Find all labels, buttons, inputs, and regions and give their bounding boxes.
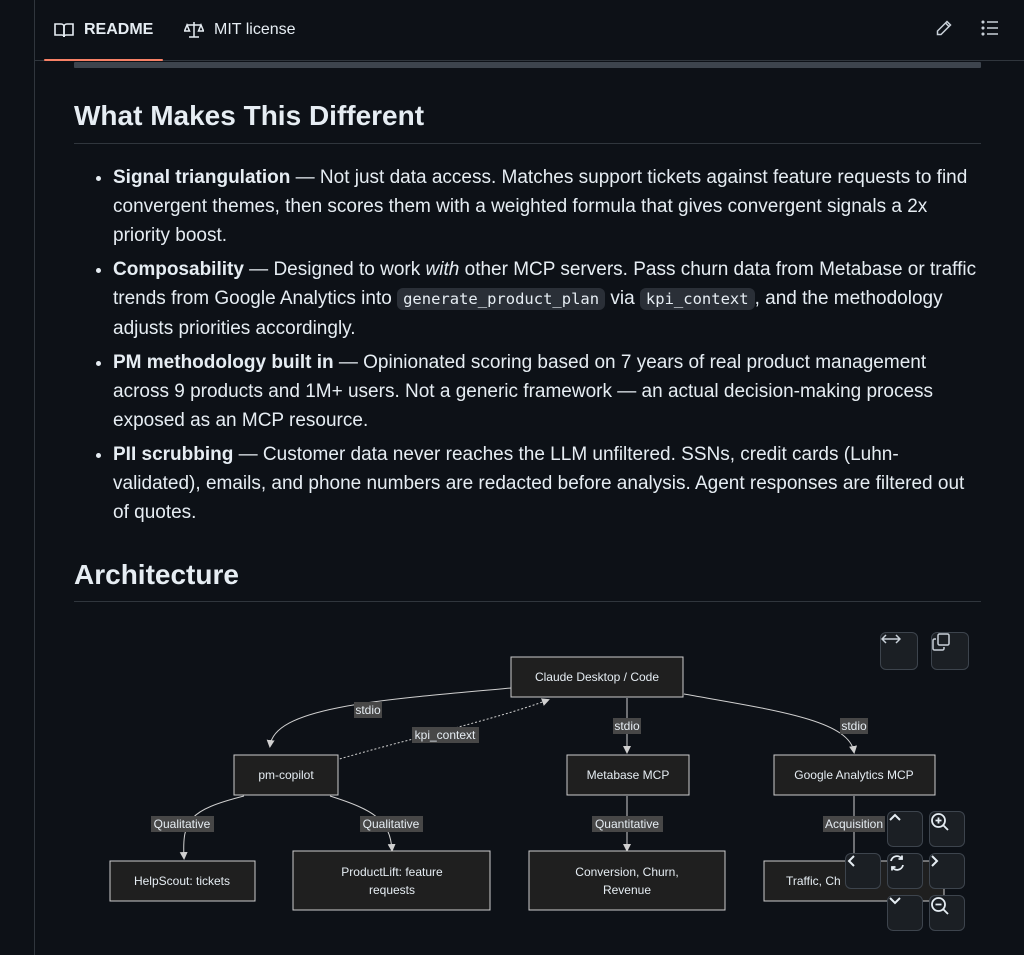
edit-file-button[interactable] bbox=[930, 16, 958, 44]
feature-title: Signal triangulation bbox=[113, 167, 291, 188]
tab-license-label: MIT license bbox=[214, 21, 296, 38]
inline-code: kpi_context bbox=[639, 288, 755, 310]
edge-label-text: Qualitative bbox=[363, 817, 420, 831]
edge-label-stdio-2: stdio bbox=[613, 718, 641, 734]
edge-label-acquisition: Acquisition bbox=[823, 816, 885, 832]
node-metabase: Metabase MCP bbox=[566, 754, 690, 796]
node-google-analytics: Google Analytics MCP bbox=[773, 754, 936, 796]
pan-left-button[interactable] bbox=[845, 853, 881, 889]
edge-label-qualitative-1: Qualitative bbox=[151, 816, 214, 832]
node-google-analytics-label: Google Analytics MCP bbox=[794, 768, 913, 782]
pan-up-button[interactable] bbox=[887, 811, 923, 847]
mermaid-diagram: Claude Desktop / Code pm-copilot Metabas… bbox=[109, 656, 945, 911]
edge-label-text: stdio bbox=[614, 719, 640, 733]
node-traffic-label: Traffic, Ch bbox=[786, 874, 841, 888]
heading-divider bbox=[74, 143, 981, 144]
node-helpscout-label: HelpScout: tickets bbox=[134, 874, 230, 888]
node-productlift-label-line1: ProductLift: feature bbox=[341, 865, 443, 879]
edge-claude-ga bbox=[683, 693, 858, 754]
zoom-out-button[interactable] bbox=[929, 895, 965, 931]
zoom-in-button[interactable] bbox=[929, 811, 965, 847]
feature-description: via bbox=[605, 288, 640, 309]
tab-readme-label: README bbox=[84, 21, 154, 38]
pencil-icon bbox=[935, 19, 953, 42]
pan-down-button[interactable] bbox=[887, 895, 923, 931]
edge-label-text: Qualitative bbox=[154, 817, 211, 831]
node-pm-copilot: pm-copilot bbox=[233, 754, 339, 796]
inline-code: generate_product_plan bbox=[397, 288, 606, 310]
architecture-diagram[interactable]: Claude Desktop / Code pm-copilot Metabas… bbox=[74, 620, 981, 940]
edge-label-kpi-context: kpi_context bbox=[412, 727, 479, 743]
edge-label-stdio-1: stdio bbox=[354, 702, 382, 718]
node-conversion: Conversion, Churn, Revenue bbox=[528, 850, 726, 911]
list-item: Composability — Designed to work with ot… bbox=[113, 255, 981, 343]
horizontal-rule bbox=[74, 62, 981, 68]
node-conversion-label-line1: Conversion, Churn, bbox=[575, 865, 678, 879]
node-productlift-label-line2: requests bbox=[369, 883, 415, 897]
heading-what-makes-different: What Makes This Different bbox=[74, 100, 425, 131]
list-icon bbox=[981, 19, 999, 41]
list-item: Signal triangulation — Not just data acc… bbox=[113, 163, 981, 250]
tab-license[interactable]: MIT license bbox=[184, 0, 296, 60]
node-metabase-label: Metabase MCP bbox=[587, 768, 670, 782]
node-conversion-label-line2: Revenue bbox=[603, 883, 651, 897]
active-tab-indicator bbox=[44, 59, 164, 61]
fullscreen-button[interactable] bbox=[880, 632, 918, 670]
feature-description: — Not just data access. Matches support … bbox=[113, 167, 968, 246]
node-claude-label: Claude Desktop / Code bbox=[535, 670, 659, 684]
feature-title: Composability bbox=[113, 259, 244, 280]
feature-description: , and the methodology adjusts priorities… bbox=[113, 288, 943, 339]
edge-label-qualitative-2: Qualitative bbox=[360, 816, 423, 832]
readme-tab-bar: README MIT license bbox=[35, 0, 1024, 61]
reset-view-button[interactable] bbox=[887, 853, 923, 889]
book-icon bbox=[54, 22, 74, 38]
edge-label-text: Quantitative bbox=[595, 817, 659, 831]
outline-button[interactable] bbox=[976, 16, 1004, 44]
feature-description: — Customer data never reaches the LLM un… bbox=[113, 444, 965, 523]
edge-label-stdio-3: stdio bbox=[840, 718, 868, 734]
heading-architecture: Architecture bbox=[74, 559, 239, 590]
feature-description: other MCP servers. Pass churn data from … bbox=[113, 259, 977, 309]
node-helpscout: HelpScout: tickets bbox=[109, 860, 256, 902]
edge-label-text: stdio bbox=[355, 703, 381, 717]
node-productlift: ProductLift: feature requests bbox=[292, 850, 491, 911]
scale-icon bbox=[184, 21, 204, 39]
node-claude: Claude Desktop / Code bbox=[510, 656, 684, 698]
edge-label-quantitative: Quantitative bbox=[592, 816, 663, 832]
pan-right-button[interactable] bbox=[929, 853, 965, 889]
copy-button[interactable] bbox=[931, 632, 969, 670]
edge-label-text: kpi_context bbox=[415, 728, 476, 742]
tab-readme[interactable]: README bbox=[44, 0, 164, 61]
feature-list: Signal triangulation — Not just data acc… bbox=[74, 163, 981, 532]
feature-title: PM methodology built in bbox=[113, 352, 334, 373]
list-item: PM methodology built in — Opinionated sc… bbox=[113, 348, 981, 435]
emphasis-text: with bbox=[425, 259, 460, 280]
edge-claude-copilot bbox=[266, 687, 512, 748]
list-item: PII scrubbing — Customer data never reac… bbox=[113, 440, 981, 527]
node-pm-copilot-label: pm-copilot bbox=[258, 768, 314, 782]
feature-description: — Designed to work bbox=[243, 259, 426, 280]
feature-title: PII scrubbing bbox=[113, 444, 234, 465]
edge-copilot-claude bbox=[335, 698, 550, 761]
edge-label-text: Acquisition bbox=[825, 817, 883, 831]
heading-divider bbox=[74, 601, 981, 602]
feature-description: — Opinionated scoring based on 7 years o… bbox=[113, 352, 934, 431]
edge-label-text: stdio bbox=[841, 719, 867, 733]
readme-container bbox=[34, 0, 1024, 955]
